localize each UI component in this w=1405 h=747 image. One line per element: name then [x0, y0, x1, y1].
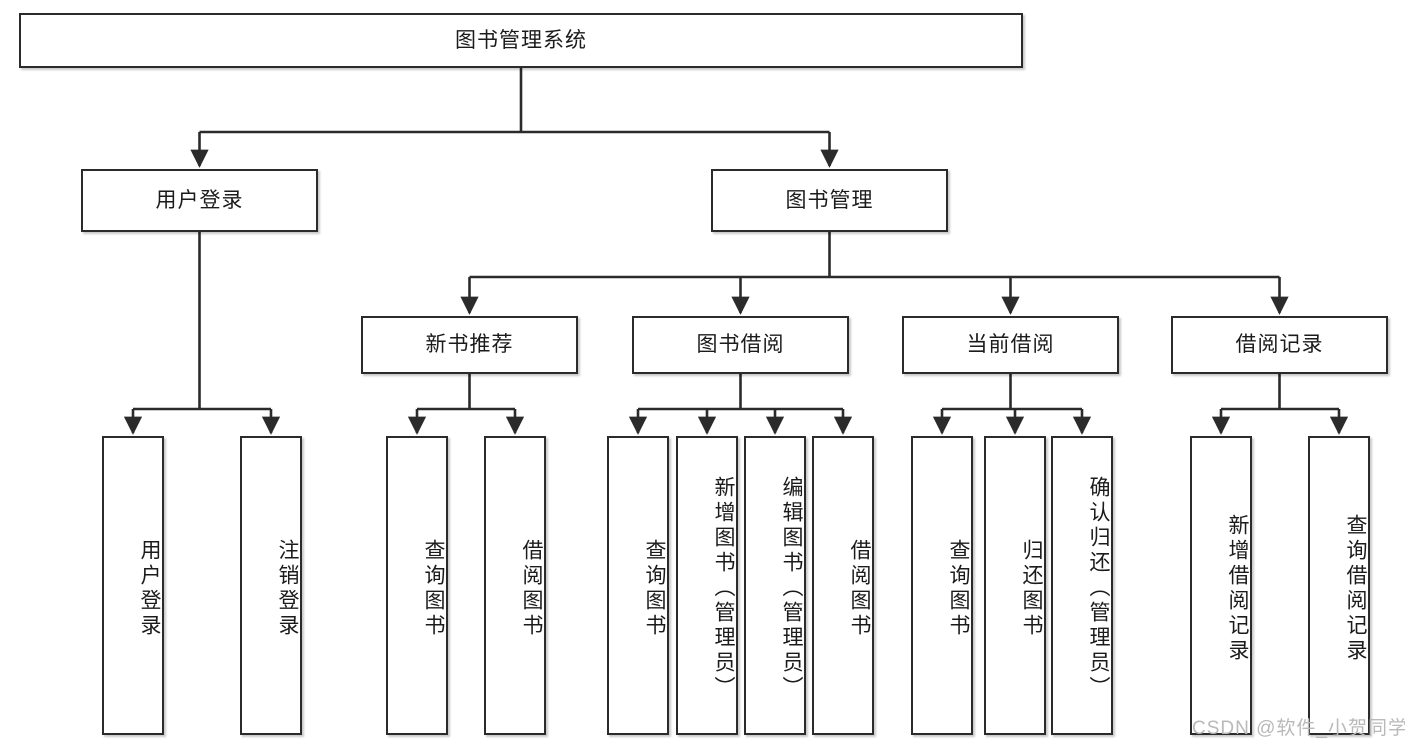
node-new-book-recommend[interactable]: 新书推荐 [361, 316, 578, 374]
node-new-book-recommend-label: 新书推荐 [425, 333, 514, 357]
leaf-query-book-2[interactable]: 查询图书 [607, 436, 669, 735]
leaf-query-book-1-label: 查询图书 [422, 538, 445, 639]
leaf-borrow-book-1[interactable]: 借阅图书 [484, 436, 546, 735]
leaf-query-borrow-record[interactable]: 查询借阅记录 [1308, 436, 1370, 735]
node-current-borrow[interactable]: 当前借阅 [902, 316, 1119, 374]
leaf-user-login-label: 用户登录 [138, 538, 161, 639]
leaf-add-borrow-record[interactable]: 新增借阅记录 [1190, 436, 1252, 735]
node-book-borrow[interactable]: 图书借阅 [632, 316, 849, 374]
node-borrow-record-label: 借阅记录 [1235, 333, 1324, 357]
leaf-add-borrow-record-label: 新增借阅记录 [1226, 513, 1249, 664]
leaf-borrow-book-1-label: 借阅图书 [520, 538, 543, 639]
leaf-borrow-book-2[interactable]: 借阅图书 [812, 436, 874, 735]
leaf-return-book-label: 归还图书 [1020, 538, 1043, 639]
leaf-logout-login-label: 注销登录 [276, 538, 299, 639]
node-current-borrow-label: 当前借阅 [966, 333, 1055, 357]
node-book-manage-label: 图书管理 [785, 188, 874, 212]
node-user-login-label: 用户登录 [155, 188, 244, 212]
leaf-confirm-return[interactable]: 确认归还（管理员） [1051, 436, 1113, 735]
node-root-label: 图书管理系统 [455, 28, 587, 52]
node-book-manage[interactable]: 图书管理 [711, 169, 948, 232]
leaf-query-book-3-label: 查询图书 [947, 538, 970, 639]
node-borrow-record[interactable]: 借阅记录 [1171, 316, 1388, 374]
leaf-confirm-return-label: 确认归还（管理员） [1087, 476, 1110, 701]
leaf-query-book-2-label: 查询图书 [643, 538, 666, 639]
leaf-query-book-1[interactable]: 查询图书 [386, 436, 448, 735]
leaf-logout-login[interactable]: 注销登录 [240, 436, 302, 735]
leaf-add-book[interactable]: 新增图书（管理员） [676, 436, 738, 735]
leaf-edit-book[interactable]: 编辑图书（管理员） [744, 436, 806, 735]
leaf-user-login[interactable]: 用户登录 [102, 436, 164, 735]
csdn-watermark: CSDN @软件_小贺同学 [1192, 718, 1405, 739]
leaf-query-borrow-record-label: 查询借阅记录 [1344, 513, 1367, 664]
leaf-borrow-book-2-label: 借阅图书 [848, 538, 871, 639]
leaf-add-book-label: 新增图书（管理员） [712, 476, 735, 701]
node-user-login[interactable]: 用户登录 [81, 169, 318, 232]
leaf-query-book-3[interactable]: 查询图书 [911, 436, 973, 735]
node-root[interactable]: 图书管理系统 [19, 13, 1023, 68]
leaf-return-book[interactable]: 归还图书 [984, 436, 1046, 735]
node-book-borrow-label: 图书借阅 [696, 333, 785, 357]
leaf-edit-book-label: 编辑图书（管理员） [780, 476, 803, 701]
